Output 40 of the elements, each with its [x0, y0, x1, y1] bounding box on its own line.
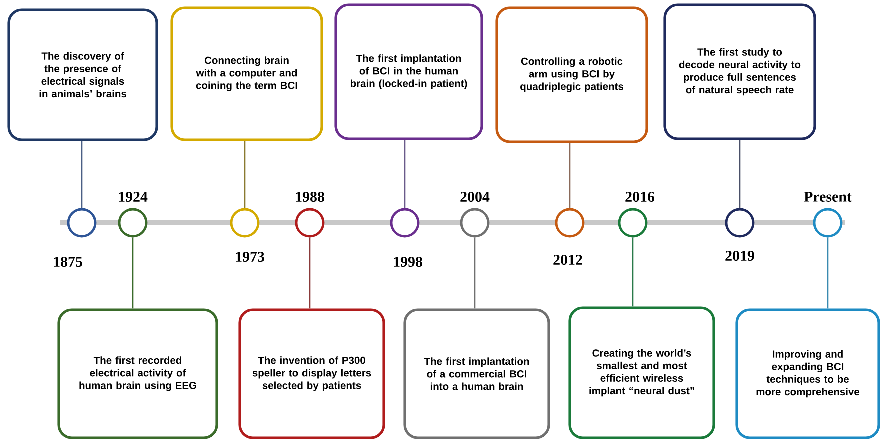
- year-label: 1924: [119, 192, 148, 202]
- timeline-circle: [618, 208, 648, 238]
- timeline-circle: [813, 208, 843, 238]
- connector-line: [404, 140, 406, 208]
- year-label: 1988: [296, 192, 324, 202]
- event-box: Creating the world’s smallest and most efficient wireless implant “neural dust”: [568, 306, 716, 440]
- year-label: 1998: [394, 256, 422, 268]
- event-box: The first recorded electrical activity of human brain using EEG: [58, 308, 218, 440]
- event-box: The invention of P300 speller to display letters selected by patients: [238, 308, 386, 440]
- connector-line: [739, 140, 741, 208]
- timeline-circle: [555, 208, 585, 238]
- connector-line: [632, 238, 634, 307]
- connector-line: [474, 238, 476, 309]
- timeline-circle: [118, 208, 148, 238]
- event-box: The first implantation of BCI in the human brain (locked-in patient): [334, 4, 484, 140]
- event-box: The first implantation of a commercial BCI into a human brain: [404, 308, 550, 440]
- year-label: 2019: [726, 250, 754, 262]
- event-box: Controlling a robotic arm using BCI by quadriplegic patients: [496, 6, 648, 144]
- year-label: 2016: [626, 192, 654, 202]
- year-label: 1973: [236, 252, 264, 262]
- event-box: The first study to decode neural activity to produce full sentences of natural speech rate: [664, 4, 816, 140]
- timeline-circle: [230, 208, 260, 238]
- connector-line: [309, 238, 311, 309]
- year-label: 1875: [54, 256, 82, 268]
- event-box: Connecting brain with a computer and coining the term BCI: [170, 6, 324, 142]
- year-label: 2012: [554, 254, 582, 266]
- connector-line: [132, 238, 134, 309]
- timeline-circle: [725, 208, 755, 238]
- year-label: 2004: [460, 192, 490, 202]
- connector-line: [569, 143, 571, 208]
- connector-line: [827, 238, 829, 309]
- timeline-circle: [390, 208, 420, 238]
- event-box: Improving and expanding BCI techniques to be more comprehensive: [736, 308, 880, 440]
- connector-line: [81, 141, 83, 208]
- event-box: The discovery of the presence of electrical signals in animals’ brains: [8, 8, 158, 142]
- timeline-circle: [295, 208, 325, 238]
- connector-line: [244, 141, 246, 208]
- timeline-circle: [67, 208, 97, 238]
- timeline-circle: [460, 208, 490, 238]
- year-label: Present: [804, 192, 852, 202]
